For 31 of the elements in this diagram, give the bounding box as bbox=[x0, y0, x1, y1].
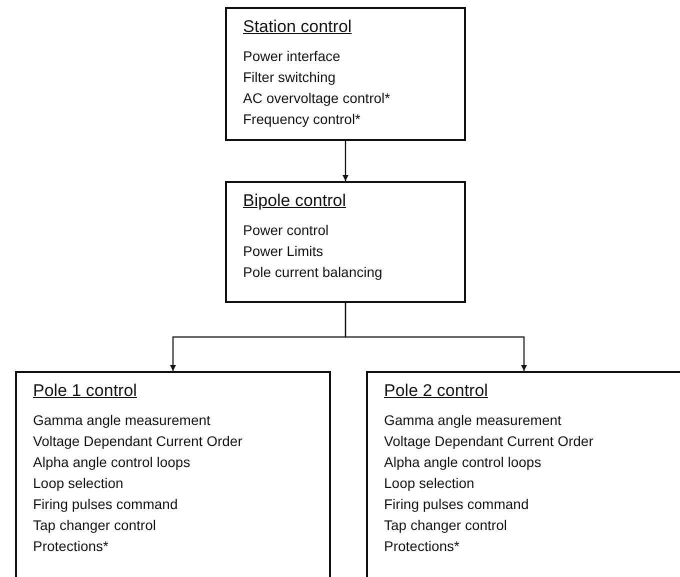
function-item: Alpha angle control loops bbox=[33, 453, 190, 472]
function-item: Tap changer control bbox=[33, 516, 156, 535]
function-item: Pole current balancing bbox=[243, 263, 382, 282]
function-item: Power interface bbox=[243, 47, 340, 66]
control-box bbox=[15, 371, 331, 577]
function-item: Tap changer control bbox=[384, 516, 507, 535]
function-item: Gamma angle measurement bbox=[33, 411, 210, 430]
function-item: AC overvoltage control* bbox=[243, 89, 390, 108]
function-item: Firing pulses command bbox=[33, 495, 178, 514]
function-item: Filter switching bbox=[243, 68, 336, 87]
function-item: Loop selection bbox=[33, 474, 124, 493]
control-box bbox=[225, 181, 466, 303]
function-item: Voltage Dependant Current Order bbox=[384, 432, 594, 451]
control-box bbox=[366, 371, 680, 577]
function-item: Voltage Dependant Current Order bbox=[33, 432, 242, 451]
function-item: Loop selection bbox=[384, 474, 474, 493]
arrow bbox=[344, 303, 527, 371]
control-box bbox=[225, 7, 466, 141]
function-item: Alpha angle control loops bbox=[384, 453, 542, 472]
function-item: Power control bbox=[243, 221, 329, 240]
function-item: Protections* bbox=[384, 537, 460, 556]
function-item: Power Limits bbox=[243, 242, 324, 261]
box-heading: Bipole control bbox=[243, 191, 346, 211]
box-heading: Station control bbox=[243, 17, 352, 37]
function-item: Firing pulses command bbox=[384, 495, 529, 514]
function-item: Protections* bbox=[33, 537, 108, 556]
box-heading: Pole 1 control bbox=[33, 381, 137, 401]
box-heading: Pole 2 control bbox=[384, 381, 488, 401]
function-item: Frequency control* bbox=[243, 110, 361, 129]
function-item: Gamma angle measurement bbox=[384, 411, 562, 430]
arrow bbox=[342, 141, 348, 181]
